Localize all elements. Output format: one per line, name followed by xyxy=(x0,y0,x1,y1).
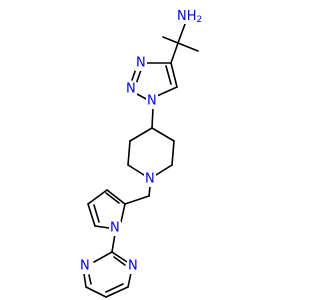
bond-pyrimidine-c2-n3-double xyxy=(113,256,126,266)
bond-pyrimidine-c5-c6 xyxy=(85,286,107,298)
bond-layer xyxy=(83,23,199,298)
piperidine-n-label: N xyxy=(145,172,155,187)
bond-piperidine-n-ch2 xyxy=(148,186,151,197)
triazole-n1-label: N xyxy=(147,94,157,109)
atom-label-layer: NH2 N N N N N N N xyxy=(79,8,204,274)
bond-cq-triazole-c4 xyxy=(170,42,179,64)
bond-piperidine-c3-c2 xyxy=(171,140,175,166)
bond-pyrimidine-c4-c5-double xyxy=(105,283,124,293)
pyrimidine-n1-label: N xyxy=(80,259,90,274)
bond-piperidine-n1-c6 xyxy=(127,164,145,176)
bond-pyrrole-n-pyrimidine-c2 xyxy=(111,233,116,253)
bond-pyrrole-c2-c3-double xyxy=(105,192,120,204)
bond-pyrimidine-c6-n1-double xyxy=(88,274,92,285)
bond-pyrrole-c3-c4 xyxy=(87,189,108,205)
bond-triazole-c5-c4-double xyxy=(165,65,172,85)
pyrrole-n-label: N xyxy=(110,221,120,236)
bond-pyrimidine-c4-c5 xyxy=(105,286,129,298)
bond-triazole-n1-c5 xyxy=(156,86,178,97)
bond-piperidine-c6-c5 xyxy=(127,140,131,166)
bond-cq-methyl-right xyxy=(177,42,199,52)
bond-pyrrole-c4-c5 xyxy=(87,203,96,227)
bond-triazole-n3-n2 xyxy=(135,69,142,85)
bond-piperidine-c5-c4 xyxy=(129,127,153,142)
bond-pyrimidine-n3-c4 xyxy=(127,272,132,288)
bond-ch2-pyrrole-c2 xyxy=(124,195,150,205)
bond-piperidine-c2-n1 xyxy=(155,164,173,176)
amine-nh2-label: NH2 xyxy=(177,9,202,26)
bond-pyrrole-n1-c2 xyxy=(120,203,126,223)
bond-piperidine-c4-c3 xyxy=(151,127,175,142)
bond-cq-methyl-left xyxy=(162,36,179,44)
bond-pyrrole-c2-c3 xyxy=(106,189,126,205)
triazole-n2-label: N xyxy=(126,82,136,97)
triazole-n3-label: N xyxy=(136,56,146,71)
amine-subscript: 2 xyxy=(197,15,203,25)
bond-cq-nh2 xyxy=(177,23,186,44)
bond-pyrrole-c5-n1 xyxy=(94,225,110,229)
bond-triazole-c5-c4 xyxy=(170,62,178,88)
bond-pyrimidine-n1-c2 xyxy=(93,251,113,263)
bond-pyrrole-c4-c5-double xyxy=(93,204,100,223)
bond-pyrimidine-c6-n1 xyxy=(83,273,87,288)
molecule-structure-diagram: NH2 N N N N N N N xyxy=(79,8,204,298)
bond-pyrimidine-c2-n3 xyxy=(111,251,128,263)
bond-triazole-n1-piperidine-c4 xyxy=(151,107,154,129)
pyrimidine-n3-label: N xyxy=(128,259,138,274)
